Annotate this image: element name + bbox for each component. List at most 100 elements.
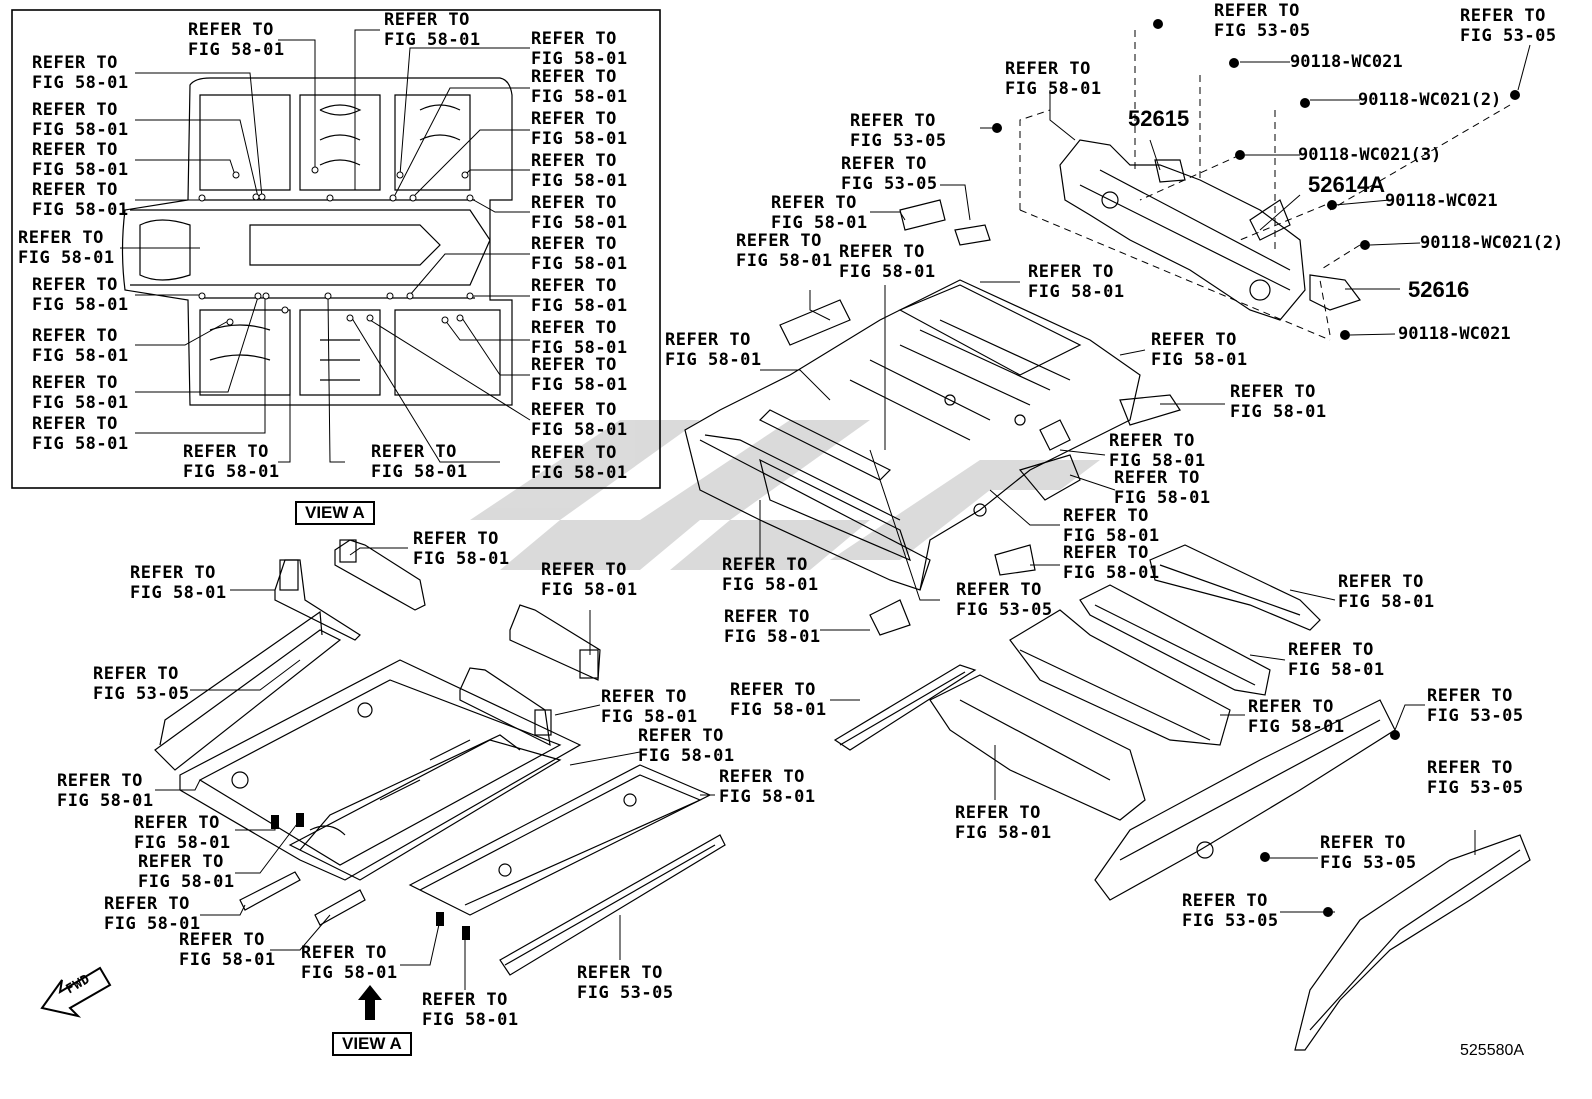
callout-refer-text: REFER TO bbox=[771, 193, 857, 213]
callout-refer-text: REFER TO bbox=[371, 442, 457, 462]
bolt-part-number-5: 90118-WC021(2) bbox=[1420, 233, 1564, 253]
bolt-part-number-3: 90118-WC021(3) bbox=[1298, 145, 1442, 165]
callout-refer-text: REFER TO bbox=[850, 111, 936, 131]
callout-refer-text: REFER TO bbox=[32, 53, 118, 73]
callout-refer-text: REFER TO bbox=[18, 228, 104, 248]
callout-fig-text: FIG 58-01 bbox=[32, 346, 129, 366]
callout-refer-text: REFER TO bbox=[1460, 6, 1546, 26]
rear-floor-drawing bbox=[684, 199, 1181, 636]
callout-refer-text: REFER TO bbox=[384, 10, 470, 30]
diagram-code: 525580A bbox=[1460, 1042, 1525, 1059]
callout-refer-text: REFER TO bbox=[531, 276, 617, 296]
callout-fig-text: FIG 58-01 bbox=[301, 963, 398, 983]
callout-refer-text: REFER TO bbox=[1028, 262, 1114, 282]
callout-fig-text: FIG 58-01 bbox=[1063, 563, 1160, 583]
callout-refer-text: REFER TO bbox=[32, 326, 118, 346]
callout-refer-text: REFER TO bbox=[531, 318, 617, 338]
callout-fig-text: FIG 53-05 bbox=[1320, 853, 1417, 873]
callout-refer-text: REFER TO bbox=[719, 767, 805, 787]
callout-fig-text: FIG 58-01 bbox=[531, 463, 628, 483]
callout-fig-text: FIG 58-01 bbox=[1151, 350, 1248, 370]
callout-refer-text: REFER TO bbox=[665, 330, 751, 350]
callout-refer-text: REFER TO bbox=[1114, 468, 1200, 488]
callout-fig-text: FIG 53-05 bbox=[577, 983, 674, 1003]
callout-refer-text: REFER TO bbox=[531, 29, 617, 49]
callout-refer-text: REFER TO bbox=[422, 990, 508, 1010]
callout-refer-text: REFER TO bbox=[1230, 382, 1316, 402]
callout-fig-text: FIG 58-01 bbox=[57, 791, 154, 811]
callout-fig-text: FIG 58-01 bbox=[188, 40, 285, 60]
callout-fig-text: FIG 58-01 bbox=[531, 129, 628, 149]
callout-refer-text: REFER TO bbox=[724, 607, 810, 627]
callout-refer-text: REFER TO bbox=[104, 894, 190, 914]
callout-refer-text: REFER TO bbox=[531, 109, 617, 129]
callout-fig-text: FIG 53-05 bbox=[1182, 911, 1279, 931]
part-number-52616: 52616 bbox=[1408, 277, 1470, 302]
view-a-label-top: VIEW A bbox=[295, 501, 375, 525]
bolt-part-number-6: 90118-WC021 bbox=[1398, 324, 1511, 344]
right-side-members-drawing bbox=[833, 544, 1531, 1051]
view-a-leaders bbox=[120, 29, 531, 463]
callout-refer-text: REFER TO bbox=[531, 193, 617, 213]
part-number-52614a: 52614A bbox=[1308, 172, 1386, 197]
callout-refer-text: REFER TO bbox=[93, 664, 179, 684]
callout-refer-text: REFER TO bbox=[32, 275, 118, 295]
callout-fig-text: FIG 58-01 bbox=[730, 700, 827, 720]
callout-refer-text: REFER TO bbox=[577, 963, 663, 983]
callout-refer-text: REFER TO bbox=[1427, 758, 1513, 778]
view-a-bolt-points bbox=[198, 166, 474, 326]
lower-left-floor-drawing bbox=[154, 539, 726, 976]
callout-fig-text: FIG 58-01 bbox=[1005, 79, 1102, 99]
callout-fig-text: FIG 53-05 bbox=[1214, 21, 1311, 41]
callout-refer-text: REFER TO bbox=[841, 154, 927, 174]
callout-refer-text: REFER TO bbox=[32, 180, 118, 200]
part-number-52615: 52615 bbox=[1128, 106, 1190, 131]
fwd-arrow-icon bbox=[40, 966, 112, 1018]
callout-fig-text: FIG 58-01 bbox=[413, 549, 510, 569]
callout-fig-text: FIG 58-01 bbox=[1063, 526, 1160, 546]
bolt-part-number-4: 90118-WC021 bbox=[1385, 191, 1498, 211]
callout-fig-text: FIG 58-01 bbox=[32, 120, 129, 140]
callout-fig-text: FIG 58-01 bbox=[32, 200, 129, 220]
callout-fig-text: FIG 58-01 bbox=[1230, 402, 1327, 422]
callout-fig-text: FIG 58-01 bbox=[531, 87, 628, 107]
callout-refer-text: REFER TO bbox=[531, 355, 617, 375]
callout-refer-text: REFER TO bbox=[1338, 572, 1424, 592]
view-a-frame bbox=[11, 9, 661, 489]
